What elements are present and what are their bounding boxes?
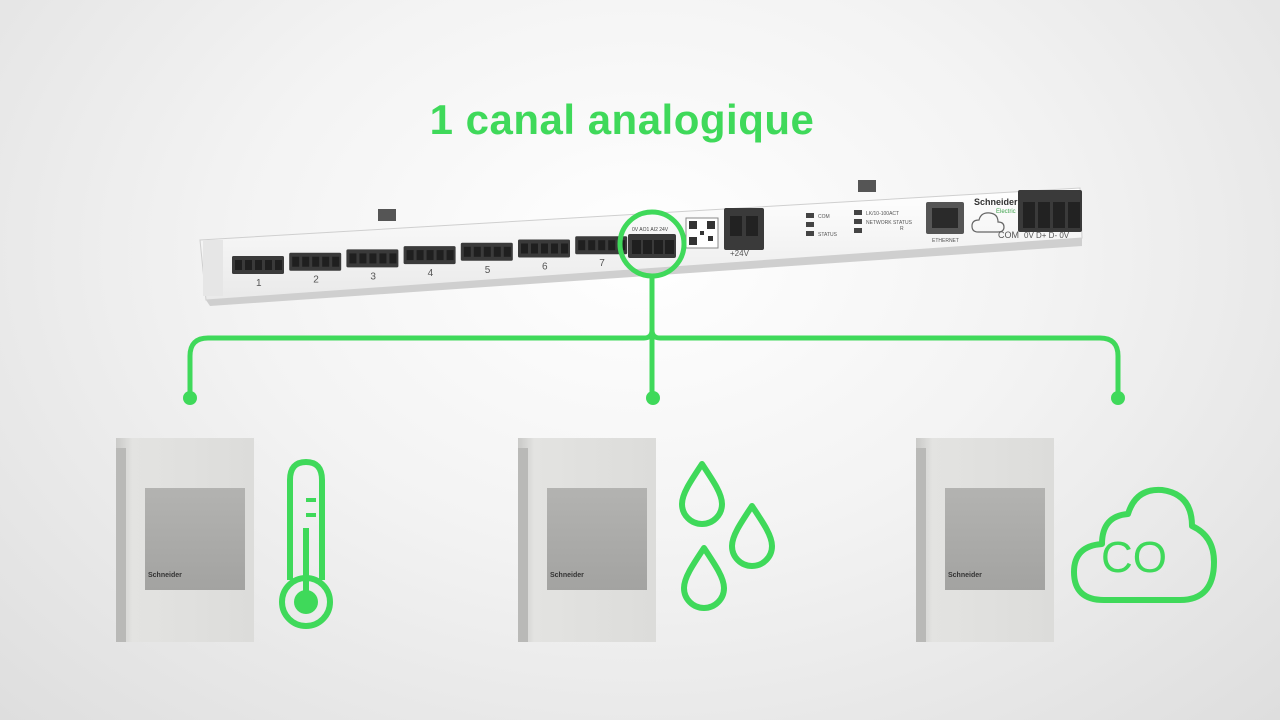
connection-dot-right — [1111, 391, 1125, 405]
line-to-co2 — [649, 327, 1121, 399]
channel-number: 3 — [370, 271, 376, 282]
led-label-lk: LK/10-100ACT — [866, 211, 899, 217]
brand-name: Schneider — [974, 197, 1018, 207]
thermometer-icon — [279, 458, 333, 629]
highlighted-analog-terminal — [628, 234, 676, 258]
controller-endcap — [203, 240, 223, 296]
channel-number: 4 — [428, 268, 434, 279]
sensor-brand: Schneider — [948, 572, 982, 579]
terminal-block-1: 1 — [232, 256, 284, 289]
co-text: CO — [1101, 533, 1167, 582]
controller-edge — [206, 238, 1082, 306]
channel-number: 6 — [542, 262, 548, 273]
sensor-humidity: Schneider — [518, 438, 656, 642]
channel-number: 2 — [313, 275, 319, 286]
led-label-com: COM — [818, 214, 830, 220]
terminal-block-6: 6 — [518, 239, 570, 273]
sensor-temperature: Schneider — [116, 438, 254, 642]
qr-code — [685, 217, 719, 249]
din-clip — [378, 209, 396, 221]
led-label-r: R — [900, 226, 904, 232]
cloud-icon — [971, 212, 1005, 233]
status-leds — [806, 210, 862, 236]
sensor-co2: Schneider — [916, 438, 1054, 642]
connection-dot-center — [646, 391, 660, 405]
bus-terminal — [1018, 190, 1082, 232]
ethernet-label: ETHERNET — [932, 238, 959, 244]
sensor-brand: Schneider — [148, 572, 182, 579]
din-clip — [858, 180, 876, 192]
terminal-block-5: 5 — [460, 242, 513, 276]
led-label-network: NETWORK STATUS — [866, 220, 913, 226]
sensor-panel — [145, 488, 245, 590]
channel-number: 5 — [485, 265, 491, 276]
terminal-block-4: 4 — [403, 246, 456, 279]
bus-terminal-label: 0V D+ D- 0V — [1024, 231, 1070, 240]
power-terminal — [724, 208, 764, 250]
channel-number: 1 — [256, 278, 262, 289]
page-title: 1 canal analogique — [429, 96, 815, 143]
com-label: COM — [998, 230, 1019, 240]
sensor-panel — [547, 488, 647, 590]
co-cloud-icon: CO — [1071, 486, 1217, 603]
channel-number: 7 — [599, 258, 605, 269]
sensor-brand: Schneider — [550, 572, 584, 579]
water-drops-icon — [679, 461, 775, 611]
terminal-block-3: 3 — [346, 249, 399, 282]
sensor-panel — [945, 488, 1045, 590]
connection-dot-left — [183, 391, 197, 405]
brand-subname: Electric — [996, 209, 1016, 215]
power-label: +24V — [730, 249, 750, 258]
ethernet-port — [926, 202, 964, 234]
terminal-block-2: 2 — [289, 252, 342, 286]
led-label-status: STATUS — [818, 232, 838, 238]
analog-terminal-label: 0V AO1 AI2 24V — [632, 227, 669, 233]
connection-lines — [187, 273, 1121, 399]
